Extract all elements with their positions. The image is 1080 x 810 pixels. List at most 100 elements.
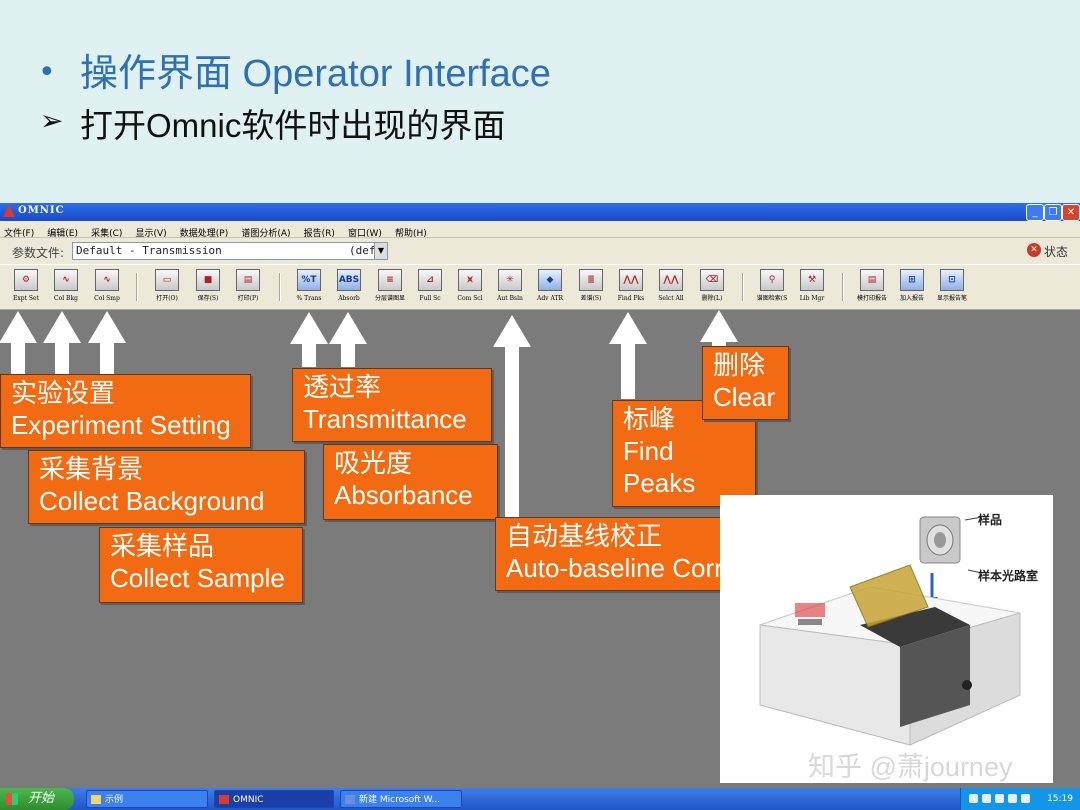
callout-cn: 标峰: [623, 404, 676, 434]
show-report-button[interactable]: ⊡显示报告笔: [934, 269, 970, 307]
add-report-button[interactable]: ⊞加入报告: [894, 269, 930, 307]
auto-baseline-icon: ✳: [498, 269, 522, 291]
auto-baseline-button[interactable]: ✳Aut Bsln: [492, 269, 528, 307]
title-bullet: •: [38, 55, 56, 90]
menu-process[interactable]: 数据处理(P): [179, 229, 229, 239]
task-word[interactable]: 新建 Microsoft W...: [340, 790, 462, 808]
callout-cn: 删除: [713, 350, 766, 380]
menu-file[interactable]: 文件(F): [4, 229, 35, 239]
menu-view[interactable]: 显示(V): [135, 229, 167, 239]
toolbar-label: % Trans: [296, 295, 322, 302]
delete-button[interactable]: ⌫删除(L): [694, 269, 730, 307]
chevron-down-icon[interactable]: ▼: [374, 243, 387, 259]
subtract-icon: ≣: [579, 269, 603, 291]
callout-en: Absorbance: [334, 480, 473, 510]
omnic-task-icon: [219, 795, 229, 804]
find-peaks-button[interactable]: ⋀⋀Find Pks: [613, 269, 649, 307]
spectrometer-image: [759, 516, 1021, 746]
expt-set-button[interactable]: ⚙Expt Set: [8, 269, 44, 307]
tray-icon[interactable]: [969, 794, 978, 803]
common-scale-icon: ⩙: [458, 269, 482, 291]
toolbar-label: 差谱(S): [580, 295, 602, 302]
trans-icon: %T: [297, 269, 321, 291]
task-omnic[interactable]: OMNIC: [214, 790, 334, 808]
adv-atr-button[interactable]: ◆ Adv ATR: [532, 269, 568, 307]
callout-collect-background: 采集背景 Collect Background: [28, 450, 305, 524]
maximize-button[interactable]: ❐: [1044, 204, 1062, 221]
close-button[interactable]: ✕: [1062, 204, 1080, 221]
toolbar-label: Full Sc: [419, 295, 441, 302]
toolbar-label: Adv ATR: [537, 295, 563, 302]
toolbar-label: 谱图检索(S: [756, 295, 788, 302]
callout-en: Clear: [713, 382, 776, 412]
print-button[interactable]: ▤打印(P): [230, 269, 266, 307]
stack-button[interactable]: ≡分层谱图显: [372, 269, 408, 307]
subtract-button[interactable]: ≣ 差谱(S): [573, 269, 609, 307]
slide-subtitle: 打开Omnic软件时出现的界面: [80, 107, 506, 144]
toolbar-separator: [742, 273, 744, 301]
col-smp-button[interactable]: ∿Col Smp: [89, 269, 125, 307]
print-report-button[interactable]: ▤模打印报告: [854, 269, 890, 307]
menu-edit[interactable]: 编辑(E): [47, 229, 79, 239]
callout-en: Find: [623, 436, 674, 466]
task-example[interactable]: 示例: [86, 790, 208, 808]
toolbar-label: 模打印报告: [856, 295, 887, 302]
toolbar-label: 加入报告: [899, 295, 924, 302]
open-button[interactable]: ▭ 打开(O): [149, 269, 185, 307]
trans-button[interactable]: %T % Trans: [291, 269, 327, 307]
slide-header: • 操作界面 Operator Interface ➢ 打开Omnic软件时出现…: [0, 0, 1080, 203]
common-scale-button[interactable]: ⩙Com Scl: [452, 269, 488, 307]
open-icon: ▭: [155, 269, 179, 291]
status-icon[interactable]: ✕: [1027, 243, 1041, 257]
lib-mgr-icon: ⚒: [800, 269, 824, 291]
tray-icon[interactable]: [1008, 794, 1017, 803]
select-all-icon: ⋀⋀: [659, 269, 683, 291]
slide-title: 操作界面 Operator Interface: [80, 53, 551, 95]
select-all-button[interactable]: ⋀⋀Selct All: [653, 269, 689, 307]
title-bar[interactable]: OMNIC _ ❐ ✕: [0, 203, 1080, 221]
menu-collect[interactable]: 采集(C): [91, 229, 123, 239]
toolbar-label: Col Bkg: [54, 295, 78, 302]
word-icon: [345, 795, 355, 804]
param-def-value: (def: [349, 244, 376, 257]
status-label[interactable]: 状态: [1044, 245, 1069, 259]
menu-report[interactable]: 报告(R): [303, 229, 335, 239]
col-bkg-button[interactable]: ∿Col Bkg: [48, 269, 84, 307]
task-label: 新建 Microsoft W...: [359, 795, 441, 805]
delete-icon: ⌫: [700, 269, 724, 291]
tray-icon[interactable]: [995, 794, 1004, 803]
toolbar-label: 显示报告笔: [936, 295, 967, 302]
callout-en: Transmittance: [303, 404, 467, 434]
full-scale-icon: ⊿: [418, 269, 442, 291]
find-peaks-icon: ⋀⋀: [619, 269, 643, 291]
parameter-bar: 参数文件: Default - Transmission (def ▼ ✕ 状态: [0, 238, 1080, 264]
callout-en: Experiment Setting: [11, 410, 231, 440]
toolbar-label: Col Smp: [94, 295, 120, 302]
start-button[interactable]: 开始: [0, 788, 74, 810]
full-scale-button[interactable]: ⊿ Full Sc: [412, 269, 448, 307]
menu-window[interactable]: 窗口(W): [348, 229, 382, 239]
window-title: OMNIC: [18, 205, 65, 216]
lib-mgr-button[interactable]: ⚒Lib Mgr: [794, 269, 830, 307]
adv-atr-icon: ◆: [538, 269, 562, 291]
task-label: OMNIC: [233, 795, 264, 805]
omnic-logo-icon: [3, 205, 15, 217]
watermark: 知乎 @萧journey: [808, 752, 1013, 782]
menu-analyze[interactable]: 谱图分析(A): [241, 229, 291, 239]
toolbar-label: 打印(P): [237, 295, 259, 302]
callout-en: Auto-baseline Correct: [506, 553, 758, 583]
toolbar-label: 打开(O): [156, 295, 178, 302]
start-label: 开始: [28, 791, 55, 806]
menu-help[interactable]: 帮助(H): [395, 229, 427, 239]
tray-icon[interactable]: [1021, 794, 1030, 803]
menu-bar: 文件(F) 编辑(E) 采集(C) 显示(V) 数据处理(P) 谱图分析(A) …: [0, 221, 1080, 239]
callout-en: Collect Sample: [110, 563, 285, 593]
save-button[interactable]: ■保存(S): [190, 269, 226, 307]
callout-transmittance: 透过率 Transmittance: [292, 368, 492, 442]
minimize-button[interactable]: _: [1026, 204, 1044, 221]
search-button[interactable]: ⚲谱图检索(S: [754, 269, 790, 307]
param-file-select[interactable]: Default - Transmission (def ▼: [72, 242, 388, 260]
callout-absorbance: 吸光度 Absorbance: [323, 444, 498, 520]
tray-icon[interactable]: [982, 794, 991, 803]
